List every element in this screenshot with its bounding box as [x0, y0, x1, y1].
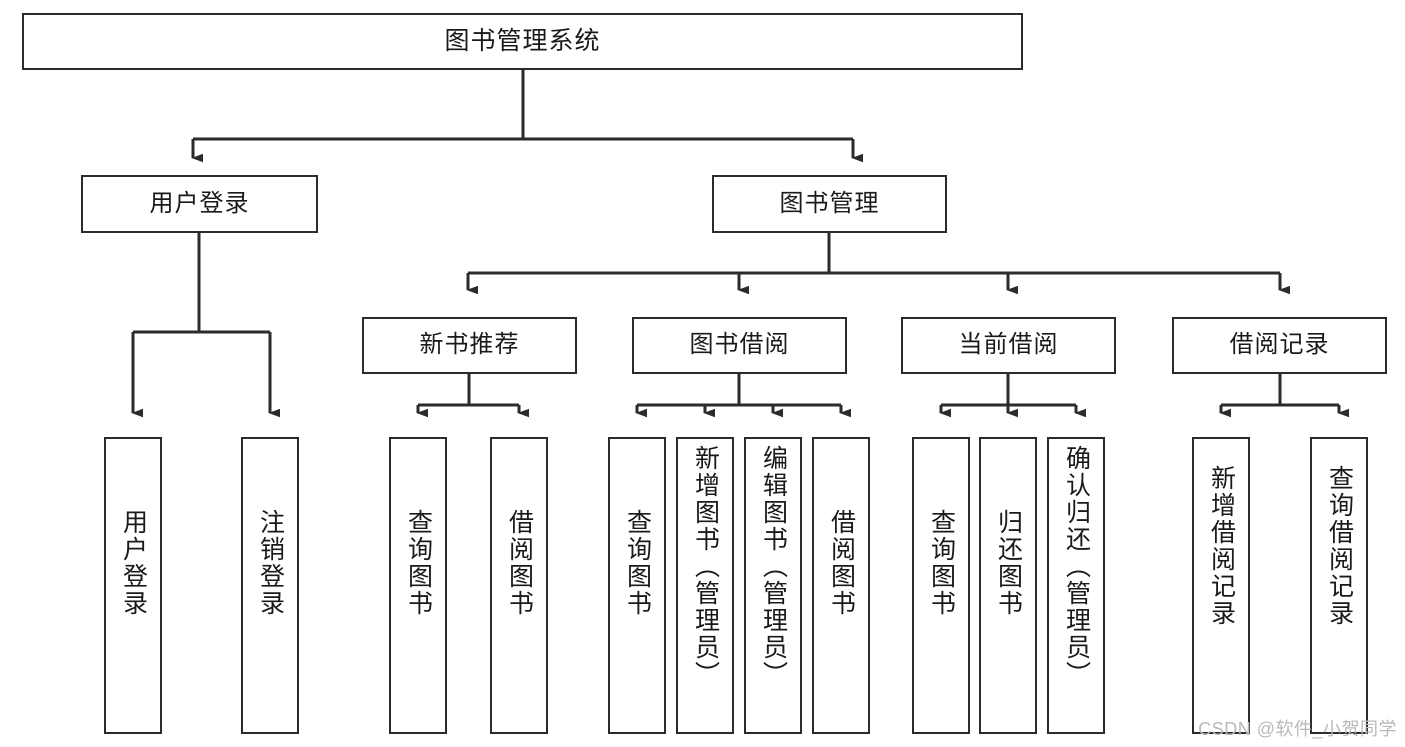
node-root[interactable]: 图书管理系统 — [22, 13, 1023, 70]
node-leaf-user-login-label: 用户登录 — [119, 509, 148, 617]
node-book-manage-label: 图书管理 — [779, 189, 880, 217]
node-leaf-query-book-3[interactable]: 查询图书 — [912, 437, 970, 734]
node-leaf-add-record-label: 新增借阅记录 — [1207, 465, 1236, 627]
csdn-watermark: CSDN @软件_小贺同学 — [1198, 719, 1397, 739]
node-leaf-borrow-book-2[interactable]: 借阅图书 — [812, 437, 870, 734]
node-leaf-query-book-2[interactable]: 查询图书 — [608, 437, 666, 734]
node-leaf-query-book-3-label: 查询图书 — [927, 509, 956, 617]
node-leaf-return-book-label: 归还图书 — [994, 509, 1023, 617]
node-new-book-recommend-label: 新书推荐 — [419, 331, 520, 359]
node-current-borrow[interactable]: 当前借阅 — [901, 317, 1116, 374]
node-borrow-record[interactable]: 借阅记录 — [1172, 317, 1387, 374]
node-leaf-logout-label: 注销登录 — [256, 509, 285, 617]
node-leaf-edit-book[interactable]: 编辑图书（管理员） — [744, 437, 802, 734]
node-leaf-query-record[interactable]: 查询借阅记录 — [1310, 437, 1368, 734]
node-leaf-user-login[interactable]: 用户登录 — [104, 437, 162, 734]
node-borrow-record-label: 借阅记录 — [1229, 331, 1330, 359]
node-leaf-add-book-label: 新增图书（管理员） — [691, 445, 720, 688]
node-leaf-logout[interactable]: 注销登录 — [241, 437, 299, 734]
node-leaf-query-book-1[interactable]: 查询图书 — [389, 437, 447, 734]
node-leaf-query-record-label: 查询借阅记录 — [1325, 465, 1354, 627]
node-leaf-borrow-book-2-label: 借阅图书 — [827, 509, 856, 617]
node-book-manage[interactable]: 图书管理 — [712, 175, 947, 233]
node-leaf-edit-book-label: 编辑图书（管理员） — [759, 445, 788, 688]
node-root-label: 图书管理系统 — [444, 26, 601, 55]
node-user-login[interactable]: 用户登录 — [81, 175, 318, 233]
node-leaf-query-book-2-label: 查询图书 — [623, 509, 652, 617]
node-leaf-confirm-return[interactable]: 确认归还（管理员） — [1047, 437, 1105, 734]
node-leaf-add-book[interactable]: 新增图书（管理员） — [676, 437, 734, 734]
node-current-borrow-label: 当前借阅 — [958, 331, 1059, 359]
node-book-borrow[interactable]: 图书借阅 — [632, 317, 847, 374]
node-leaf-query-book-1-label: 查询图书 — [404, 509, 433, 617]
node-user-login-label: 用户登录 — [149, 189, 250, 217]
node-leaf-return-book[interactable]: 归还图书 — [979, 437, 1037, 734]
node-leaf-borrow-book-1[interactable]: 借阅图书 — [490, 437, 548, 734]
node-leaf-confirm-return-label: 确认归还（管理员） — [1062, 445, 1091, 688]
node-leaf-add-record[interactable]: 新增借阅记录 — [1192, 437, 1250, 734]
node-new-book-recommend[interactable]: 新书推荐 — [362, 317, 577, 374]
node-book-borrow-label: 图书借阅 — [689, 331, 790, 359]
node-leaf-borrow-book-1-label: 借阅图书 — [505, 509, 534, 617]
